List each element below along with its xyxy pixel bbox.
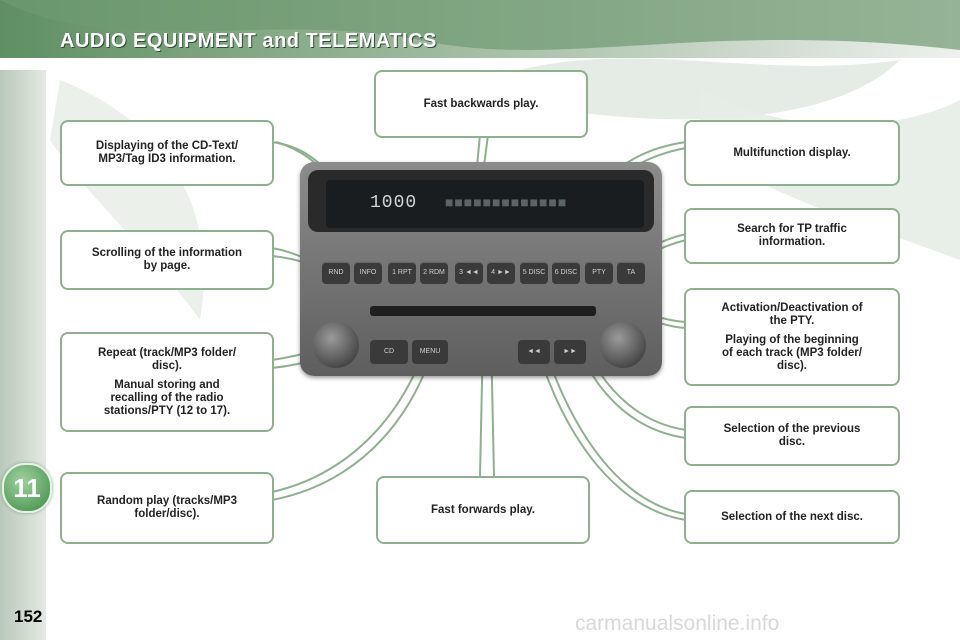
callout-fast-backwards: Fast backwards play. [374,70,588,138]
callout-text: Fast forwards play. [431,503,535,516]
callout-pty: Activation/Deactivation of the PTY. Play… [684,288,900,386]
callout-text: folder/disc). [134,508,200,520]
callout-fast-forwards: Fast forwards play. [376,476,590,544]
callout-tp-search: Search for TP traffic information. [684,208,900,264]
callout-text: information. [758,236,826,248]
watermark: carmanualsonline.info [575,612,780,635]
page-number: 152 [14,607,43,626]
callout-text: Selection of the next disc. [721,510,863,523]
side-bar [0,70,46,640]
callout-text: Random play (tracks/MP3 [97,495,237,507]
seek-back-button[interactable]: ◄◄ [518,340,550,364]
radio-button-4[interactable]: 4 ►► [487,262,515,284]
tuning-knob[interactable] [600,322,646,368]
callout-text: Scrolling of the information [91,247,243,259]
callout-text: stations/PTY (12 to 17). [103,404,231,417]
callout-text: Fast backwards play. [423,97,539,110]
radio-button-1[interactable]: 1 RPT [388,262,416,284]
callout-text: the PTY. [769,314,815,327]
chapter-badge: 11 [2,463,52,513]
volume-knob[interactable] [313,322,359,368]
radio-button-ta[interactable]: TA [617,262,645,284]
callout-text: Search for TP traffic [737,223,847,235]
callout-text: disc). [776,359,808,372]
callout-text: Manual storing and [114,378,220,391]
callout-text: Playing of the beginning [725,333,859,346]
callout-next-disc: Selection of the next disc. [684,490,900,544]
radio-button-rnd[interactable]: RND [322,262,350,284]
display-frequency: 1000 [370,193,418,213]
menu-button[interactable]: MENU [412,340,448,364]
callout-text: Activation/Deactivation of [721,301,863,314]
callout-text: MP3/Tag ID3 information. [98,153,236,165]
callout-text: Displaying of the CD-Text/ [95,140,239,152]
cd-button[interactable]: CD [370,340,408,364]
seek-forward-button[interactable]: ►► [554,340,586,364]
radio-button-6[interactable]: 6 DISC [552,262,580,284]
callout-text: by page. [143,260,191,272]
multifunction-display [326,180,644,228]
callout-text: Selection of the previous [723,423,861,435]
callout-cd-text: Displaying of the CD-Text/ MP3/Tag ID3 i… [60,120,274,186]
radio-button-info[interactable]: INFO [354,262,382,284]
callout-text: Repeat (track/MP3 folder/ [97,346,237,359]
display-segments: ■■■■■■■■■■■■■ [445,196,568,212]
cd-slot [370,306,596,316]
radio-button-pty[interactable]: PTY [585,262,613,284]
callout-scrolling: Scrolling of the information by page. [60,230,274,290]
callout-text: disc. [778,436,806,448]
radio-button-3[interactable]: 3 ◄◄ [455,262,483,284]
page-title: AUDIO EQUIPMENT and TELEMATICS [60,30,437,52]
callout-random-play: Random play (tracks/MP3 folder/disc). [60,472,274,544]
callout-text: Multifunction display. [733,146,851,159]
callout-text: disc). [151,359,183,372]
callout-previous-disc: Selection of the previous disc. [684,406,900,466]
callout-repeat: Repeat (track/MP3 folder/ disc). Manual … [60,332,274,432]
callout-multifunction-display: Multifunction display. [684,120,900,186]
callout-text: of each track (MP3 folder/ [722,346,862,359]
callout-text: recalling of the radio [110,391,224,404]
radio-button-5[interactable]: 5 DISC [520,262,548,284]
radio-button-2[interactable]: 2 RDM [420,262,448,284]
